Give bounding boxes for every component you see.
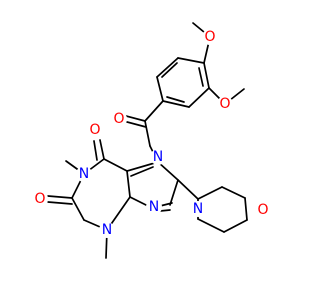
atom-o-methoxy-right: O xyxy=(219,96,230,112)
atom-o-morpholine: O xyxy=(257,202,268,218)
atom-o-c2: O xyxy=(34,191,45,207)
atom-o-ketone: O xyxy=(113,111,124,127)
atom-n1: N xyxy=(79,166,89,182)
morpholine-oxygen: O xyxy=(255,202,271,218)
bonds xyxy=(47,22,248,259)
atom-n9: N xyxy=(149,199,159,215)
morpholine-nitrogen: N xyxy=(190,201,206,217)
ketone-oxygen: O xyxy=(111,111,127,127)
atom-o-methoxy-top: O xyxy=(204,29,215,45)
atom-labels: O O O O O O N N xyxy=(32,29,271,238)
n1-nitrogen: N xyxy=(76,166,92,182)
n7-nitrogen: N xyxy=(150,149,166,165)
methoxy-oxygen-right: O xyxy=(217,96,233,112)
molecule-structure: O O O O O O N N xyxy=(0,0,300,300)
n3-nitrogen: N xyxy=(99,222,115,238)
atom-o-c6: O xyxy=(89,122,100,138)
atom-n-morpholine: N xyxy=(193,201,203,217)
canvas-background xyxy=(0,0,300,300)
c6-carbonyl-oxygen: O xyxy=(87,122,103,138)
n9-nitrogen: N xyxy=(146,199,162,215)
atom-n3: N xyxy=(102,222,112,238)
atom-n7: N xyxy=(153,149,163,165)
c2-carbonyl-oxygen: O xyxy=(32,191,48,207)
methoxy-oxygen-top: O xyxy=(202,29,218,45)
